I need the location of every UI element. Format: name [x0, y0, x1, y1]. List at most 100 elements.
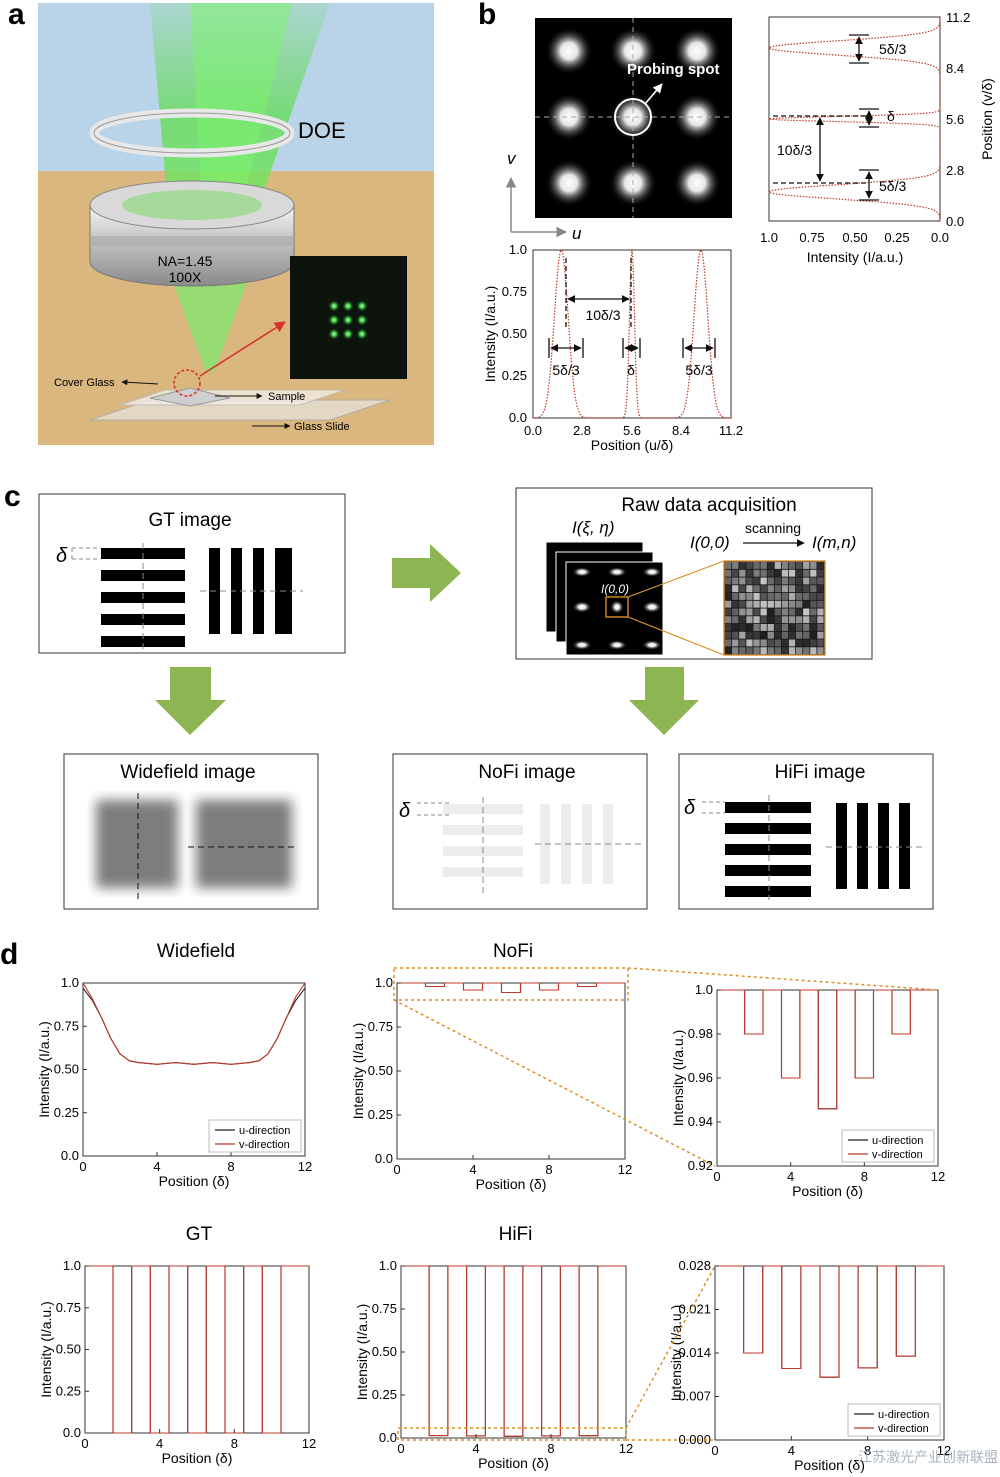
y-tick-label: 1.0	[61, 975, 79, 990]
mosaic-tile	[796, 608, 803, 616]
ann-5d3-bottom-v: 5δ/3	[879, 178, 906, 194]
mosaic-tile	[796, 593, 803, 600]
series-line-u-direction	[401, 1265, 626, 1437]
x-axis-label: Position (δ)	[159, 1173, 230, 1189]
mosaic-tile	[746, 639, 753, 647]
y-tick-label: 1.0	[63, 1258, 81, 1273]
mosaic-tile	[788, 631, 796, 639]
x-axis-label: Position (δ)	[162, 1450, 233, 1466]
legend-label: v-direction	[878, 1423, 929, 1435]
x-tick-label: 8	[227, 1159, 234, 1174]
svg-text:1.0: 1.0	[509, 242, 527, 257]
arrow-gt-to-widefield	[155, 667, 226, 735]
chart-frame	[396, 982, 626, 1160]
widefield-h-blob	[96, 800, 178, 888]
mosaic-tile	[810, 600, 817, 608]
mosaic-tile	[767, 593, 774, 600]
scanning-label: scanning	[745, 520, 801, 536]
legend-label: u-direction	[239, 1125, 290, 1137]
mosaic-tile	[810, 569, 817, 577]
mosaic-tile	[760, 562, 767, 569]
chart-title: Widefield	[157, 941, 235, 962]
mosaic-tile	[810, 631, 817, 639]
mosaic-tile	[788, 624, 796, 631]
mosaic-tile	[732, 631, 739, 639]
widefield-title: Widefield image	[120, 762, 255, 783]
profile-u-curve	[532, 248, 731, 419]
y-tick-label: 0.50	[372, 1344, 397, 1359]
series-line-v-direction	[85, 1265, 309, 1434]
raw-acquisition-title: Raw data acquisition	[621, 495, 796, 516]
svg-text:2.8: 2.8	[573, 423, 591, 438]
svg-text:0.0: 0.0	[931, 230, 949, 245]
zoom-arrow	[199, 321, 286, 377]
mosaic-tile	[760, 639, 767, 647]
gt-delta-bracket	[71, 547, 101, 560]
y-tick-label: 0.028	[678, 1258, 711, 1273]
mosaic-tile	[817, 647, 824, 655]
panel-a: a DOE NA=1.45 100X Cover Glass	[8, 0, 434, 445]
mosaic-tile	[788, 647, 796, 655]
mosaic-tile	[739, 616, 746, 624]
hifi-delta-bracket	[702, 801, 725, 814]
y-tick-label: 0.007	[678, 1389, 711, 1404]
mosaic-tile	[774, 639, 781, 647]
hifi-delta-label: δ	[684, 797, 696, 819]
hifi-horizontal-bars	[725, 802, 811, 897]
mosaic-tile	[725, 624, 732, 631]
x-tick-label: 0	[397, 1441, 404, 1456]
mosaic-tile	[803, 639, 810, 647]
panel-c: c GT image δ Raw data acquisition I(ξ, η…	[4, 480, 934, 910]
mosaic-tile	[753, 639, 760, 647]
gt-delta-label: δ	[56, 545, 68, 567]
mosaic-tile	[774, 600, 781, 608]
objective-na: NA=1.45	[158, 253, 213, 269]
mosaic-tile	[774, 616, 781, 624]
mosaic-tile	[781, 624, 789, 631]
mosaic-tile	[796, 647, 803, 655]
y-tick-label: 0.96	[688, 1070, 713, 1085]
mosaic-tile	[760, 608, 767, 616]
profile-u-xlabel: Position (u/δ)	[591, 437, 674, 453]
profile-u-axes	[532, 249, 732, 419]
profile-u-xticks: 0.0 2.8 5.6 8.4 11.2	[524, 423, 743, 438]
mosaic-tile	[788, 585, 796, 593]
profile-v-annotations	[773, 34, 879, 201]
svg-text:0.0: 0.0	[946, 214, 964, 229]
svg-text:8.4: 8.4	[946, 61, 964, 76]
mosaic-tile	[760, 600, 767, 608]
x-tick-label: 4	[788, 1443, 795, 1458]
mosaic-tile	[810, 562, 817, 569]
mosaic-tile	[725, 608, 732, 616]
mosaic-tile	[753, 624, 760, 631]
mosaic-tile	[760, 585, 767, 593]
mosaic-tile	[796, 624, 803, 631]
y-tick-label: 1.0	[375, 975, 393, 990]
mosaic-tile	[810, 639, 817, 647]
mosaic-tile	[753, 608, 760, 616]
nofi-delta-bracket	[417, 802, 450, 816]
widefield-v-blob	[196, 800, 292, 888]
mosaic-tile	[796, 639, 803, 647]
series-line-v-direction	[82, 982, 306, 1065]
profile-v-xlabel: Intensity (I/a.u.)	[807, 249, 903, 265]
mosaic-tile	[732, 647, 739, 655]
mosaic-tile	[753, 585, 760, 593]
profile-u-yticks: 0.0 0.25 0.50 0.75 1.0	[502, 242, 527, 425]
ann-5d3-left-u: 5δ/3	[552, 362, 579, 378]
mosaic-tile	[796, 631, 803, 639]
mosaic-tile	[753, 569, 760, 577]
y-tick-label: 0.75	[368, 1019, 393, 1034]
mosaic-tile	[803, 562, 810, 569]
x-tick-label: 0	[711, 1443, 718, 1458]
mosaic-tile	[774, 593, 781, 600]
gt-vertical-bar-5	[281, 548, 292, 634]
mosaic-tile	[725, 577, 732, 585]
objective-band	[90, 236, 294, 246]
svg-text:11.2: 11.2	[946, 10, 970, 25]
legend-box	[847, 1403, 941, 1437]
raw-zoom-box	[605, 596, 629, 618]
y-tick-label: 0.75	[54, 1018, 79, 1033]
